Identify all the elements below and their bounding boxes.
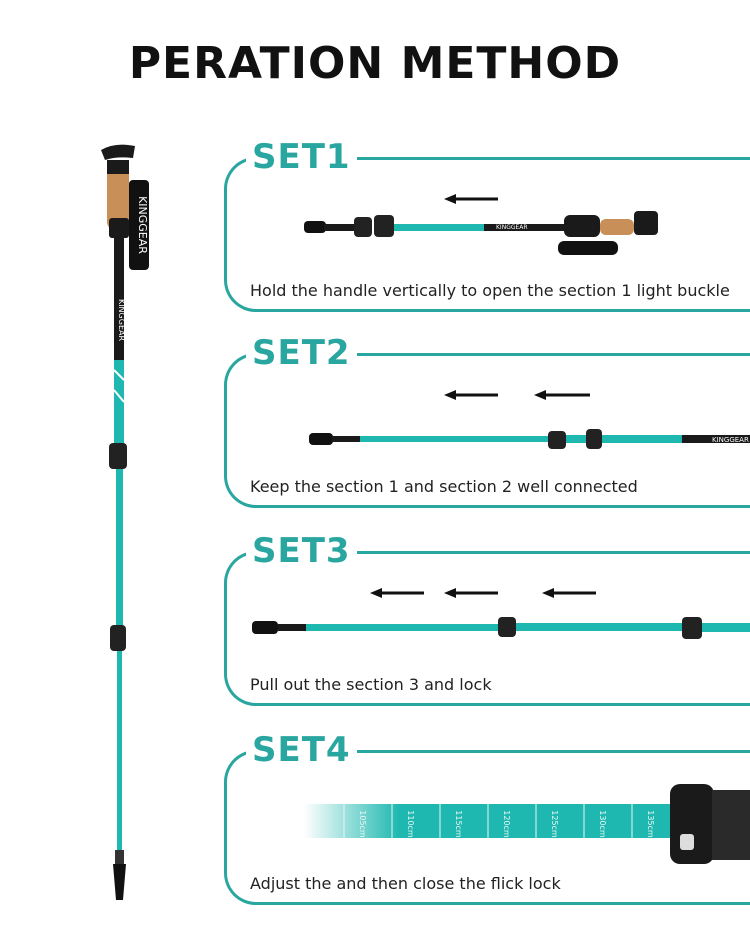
pole-step1-image: KINGGEAR	[304, 194, 658, 255]
trekking-pole-image: KINGGEAR KINGGEAR	[95, 140, 155, 905]
step-title: SET2	[246, 335, 357, 371]
scale-mark: 125cm	[550, 810, 559, 838]
shaft-brand-label: KINGGEAR	[712, 436, 749, 444]
shaft-brand-label: KINGGEAR	[496, 224, 528, 231]
step-panel-2: SET2 KINGGEAR Keep the section 1 and sec…	[224, 335, 750, 510]
pole-step2-image: KINGGEAR	[309, 390, 750, 449]
page-title: PERATION METHOD	[128, 38, 622, 89]
scale-mark: 110cm	[406, 810, 415, 838]
step-panel-frame	[224, 551, 750, 706]
arrow-left-icon	[444, 390, 498, 400]
step-panel-frame	[224, 353, 750, 508]
step-caption: Keep the section 1 and section 2 well co…	[250, 477, 638, 496]
step-caption: Pull out the section 3 and lock	[250, 675, 492, 694]
arrow-left-icon	[444, 194, 498, 204]
arrow-left-icon	[370, 588, 424, 598]
step-title: SET3	[246, 533, 357, 569]
step-caption: Hold the handle vertically to open the s…	[250, 281, 730, 300]
strap-brand-label: KINGGEAR	[136, 196, 149, 254]
pole-step3-image	[252, 588, 750, 639]
shaft-brand-label: KINGGEAR	[117, 299, 126, 342]
scale-mark: 135cm	[646, 810, 655, 838]
scale-mark: 105cm	[358, 810, 367, 838]
step-panel-3: SET3 Pull out the section 3 and lock	[224, 533, 750, 708]
step-panel-frame	[224, 157, 750, 312]
scale-mark: 115cm	[454, 810, 463, 838]
step-panel-frame	[224, 750, 750, 905]
step-panel-1: SET1 KINGGEAR Hold the handle vertically…	[224, 139, 750, 314]
scale-mark: 120cm	[502, 810, 511, 838]
arrow-left-icon	[542, 588, 596, 598]
arrow-left-icon	[534, 390, 590, 400]
step-title: SET4	[246, 732, 357, 768]
step-caption: Adjust the and then close the flick lock	[250, 874, 561, 893]
step-title: SET1	[246, 139, 357, 175]
scale-mark: 130cm	[598, 810, 607, 838]
pole-step4-closeup-image: 105cm 110cm 115cm 120cm 125cm 130cm 135c…	[304, 784, 750, 864]
step-panel-4: SET4 105cm 110cm 115cm 120cm 125cm 130cm…	[224, 732, 750, 907]
arrow-left-icon	[444, 588, 498, 598]
